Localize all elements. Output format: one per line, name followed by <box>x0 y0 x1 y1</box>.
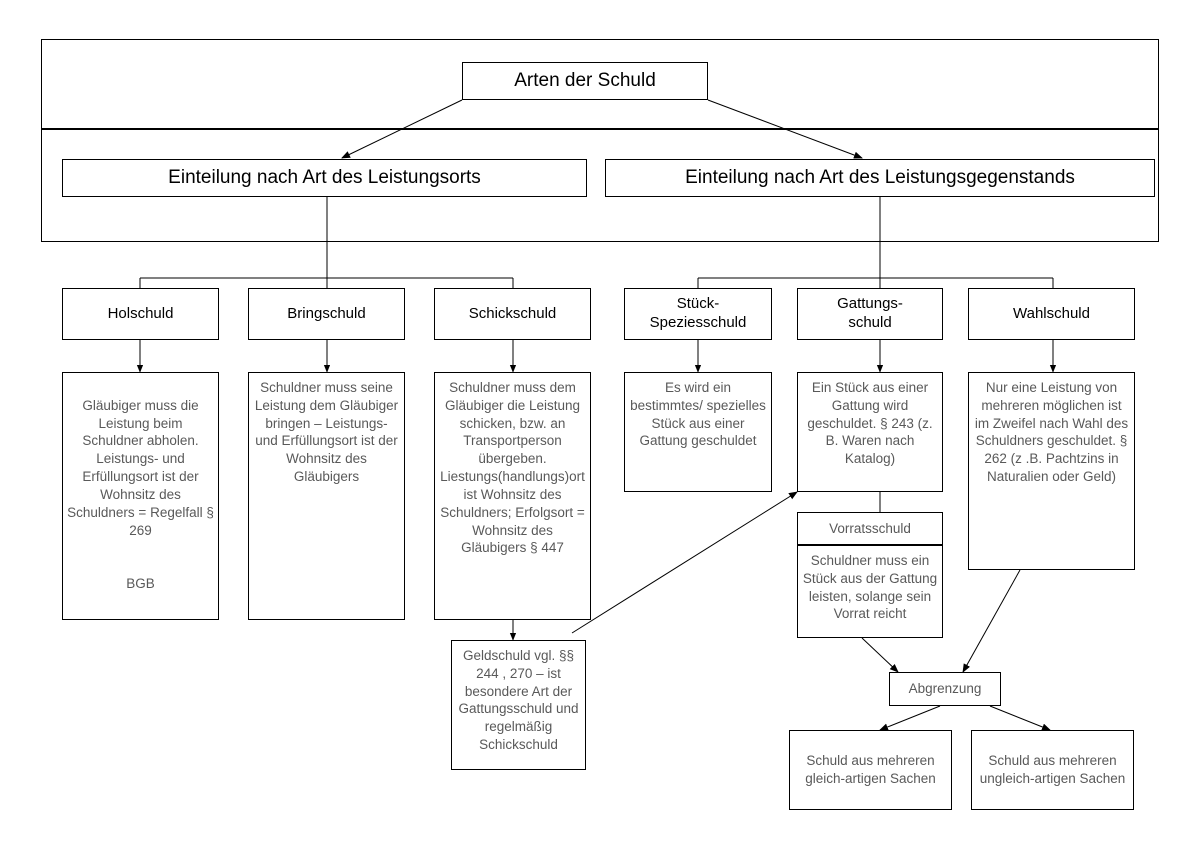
node-label: Vorratsschuld <box>829 520 911 536</box>
description-tail: BGB <box>126 575 155 591</box>
node-geldschuld-description[interactable]: Geldschuld vgl. §§ 244 , 270 – ist beson… <box>451 640 586 770</box>
node-einteilung-leistungsgegenstands[interactable]: Einteilung nach Art des Leistungsgegenst… <box>605 159 1155 197</box>
node-gattungsschuld-description[interactable]: Ein Stück aus einer Gattung wird geschul… <box>797 372 943 492</box>
node-label: Bringschuld <box>287 304 366 322</box>
edge-abgrenzung-to-gleichartig <box>879 705 941 731</box>
description-text: Ein Stück aus einer Gattung wird geschul… <box>807 380 933 467</box>
node-holschuld[interactable]: Holschuld <box>62 288 219 340</box>
node-bringschuld[interactable]: Bringschuld <box>248 288 405 340</box>
node-label: Einteilung nach Art des Leistungsorts <box>168 167 481 189</box>
node-einteilung-leistungsorts[interactable]: Einteilung nach Art des Leistungsorts <box>62 159 587 197</box>
description-text: Geldschuld vgl. §§ 244 , 270 – ist beson… <box>458 648 579 753</box>
node-abgrenzung[interactable]: Abgrenzung <box>889 672 1001 706</box>
description-body: Gläubiger muss die Leistung beim Schuldn… <box>67 397 214 538</box>
node-gleichartige-sachen[interactable]: Schuld aus mehreren gleich-artigen Sache… <box>789 730 952 810</box>
edge-wahlschuld-desc-to-abgrenzung <box>962 569 1021 673</box>
node-label: Einteilung nach Art des Leistungsgegenst… <box>685 167 1075 189</box>
node-wahlschuld-description[interactable]: Nur eine Leistung von mehreren möglichen… <box>968 372 1135 570</box>
node-label: Abgrenzung <box>908 681 982 697</box>
node-label: Wahlschuld <box>1013 304 1090 322</box>
node-vorratsschuld-description[interactable]: Schuldner muss ein Stück aus der Gattung… <box>797 545 943 638</box>
description-text: Gläubiger muss die Leistung beim Schuldn… <box>63 379 218 593</box>
node-gattungsschuld[interactable]: Gattungs- schuld <box>797 288 943 340</box>
description-text: Es wird ein bestimmtes/ spezielles Stück… <box>630 380 766 449</box>
description-text: Nur eine Leistung von mehreren möglichen… <box>974 380 1129 485</box>
node-bringschuld-description[interactable]: Schuldner muss seine Leistung dem Gläubi… <box>248 372 405 620</box>
node-holschuld-description[interactable]: Gläubiger muss die Leistung beim Schuldn… <box>62 372 219 620</box>
node-vorratsschuld-header[interactable]: Vorratsschuld <box>797 512 943 545</box>
node-label: Holschuld <box>107 304 174 322</box>
node-wahlschuld[interactable]: Wahlschuld <box>968 288 1135 340</box>
node-arten-der-schuld[interactable]: Arten der Schuld <box>462 62 708 100</box>
node-schickschuld-description[interactable]: Schuldner muss dem Gläubiger die Leistun… <box>434 372 591 620</box>
edge-geldschuld-to-gattung-desc <box>571 491 798 634</box>
node-label: Arten der Schuld <box>514 70 656 92</box>
edge-vorratsschuld-to-abgrenzung <box>861 637 899 673</box>
node-label: Schuld aus mehreren gleich-artigen Sache… <box>805 753 936 786</box>
node-schickschuld[interactable]: Schickschuld <box>434 288 591 340</box>
node-stueck-speziesschuld[interactable]: Stück- Speziesschuld <box>624 288 772 340</box>
description-text: Schuldner muss seine Leistung dem Gläubi… <box>254 380 399 485</box>
description-text: Schuldner muss ein Stück aus der Gattung… <box>802 553 938 622</box>
outer-frame-top <box>41 39 1159 129</box>
node-ungleichartige-sachen[interactable]: Schuld aus mehreren ungleich-artigen Sac… <box>971 730 1134 810</box>
node-label: Schickschuld <box>468 304 557 322</box>
node-label: Schuld aus mehreren ungleich-artigen Sac… <box>979 753 1126 786</box>
edge-abgrenzung-to-ungleichartig <box>989 705 1051 731</box>
description-text: Schuldner muss dem Gläubiger die Leistun… <box>440 380 585 556</box>
node-label: Stück- Speziesschuld <box>649 295 747 331</box>
node-label: Gattungs- schuld <box>837 295 903 331</box>
node-stueck-description[interactable]: Es wird ein bestimmtes/ spezielles Stück… <box>624 372 772 492</box>
outer-frame-bottom <box>41 129 1159 242</box>
